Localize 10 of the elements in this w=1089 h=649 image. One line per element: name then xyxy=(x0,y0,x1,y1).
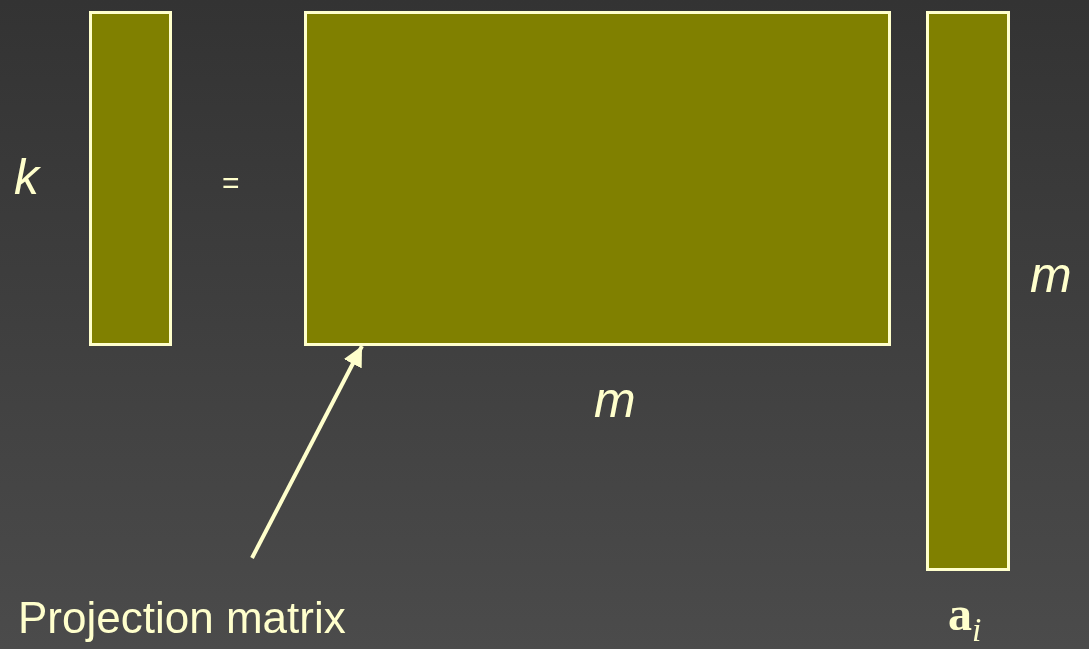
dimension-label: m xyxy=(594,375,636,425)
equals-sign: = xyxy=(222,168,240,198)
arrow xyxy=(250,345,364,559)
matrix-block xyxy=(304,11,891,346)
dimension-label: m xyxy=(1030,250,1072,300)
matrix-block xyxy=(89,11,172,346)
vector-label: a$_{i}$ xyxy=(948,590,982,647)
caption-text: Projection matrix xyxy=(18,596,346,640)
matrix-block xyxy=(926,11,1010,571)
dimension-label: k xyxy=(14,152,39,202)
